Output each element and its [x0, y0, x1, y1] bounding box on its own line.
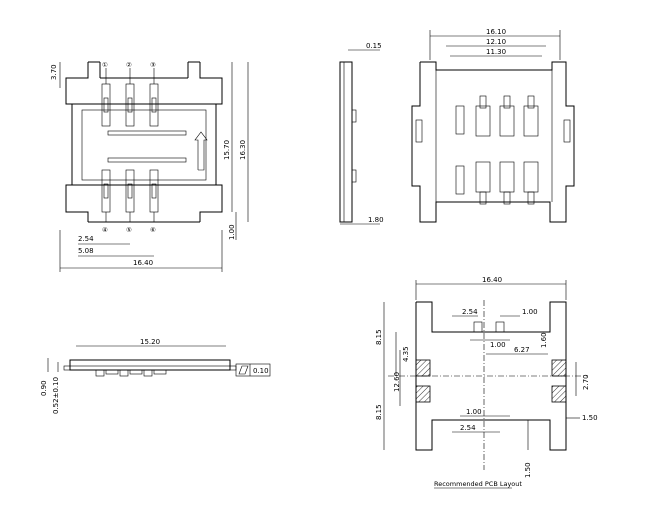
dim-2-54: 2.54 [78, 235, 94, 243]
pcb-dim-12-60: 12.60 [393, 372, 401, 392]
pin-label-5: ⑤ [126, 226, 132, 234]
dim-0-15: 0.15 [366, 42, 382, 50]
bottom-view: 16.10 12.10 11.30 [411, 28, 575, 223]
dim-16-10: 16.10 [486, 28, 506, 36]
pcb-layout-view: 16.40 2.54 1.00 8.15 4.35 1.00 1.60 6.27… [375, 276, 598, 489]
pin-label-3: ③ [150, 61, 156, 69]
pcb-dim-1-50-bottom: 1.50 [524, 462, 532, 478]
dim-3-70: 3.70 [50, 64, 58, 80]
pcb-dim-2-54-bottom: 2.54 [460, 424, 476, 432]
dim-0-90: 0.90 [40, 380, 48, 396]
dim-16-40: 16.40 [133, 259, 153, 267]
pin-label-6: ⑥ [150, 226, 156, 234]
pcb-dim-1-00-bottom: 1.00 [466, 408, 482, 416]
pcb-dim-1-60: 1.60 [540, 332, 548, 348]
pcb-dim-16-40: 16.40 [482, 276, 502, 284]
pcb-dim-4-35: 4.35 [402, 346, 410, 362]
front-view: 15.20 0.90 0.52±0.10 0.10 [40, 338, 271, 414]
pcb-dim-2-54-top: 2.54 [462, 308, 478, 316]
dim-0-52: 0.52±0.10 [52, 377, 60, 414]
pcb-layout-title: Recommended PCB Layout [434, 480, 522, 488]
dim-12-10: 12.10 [486, 38, 506, 46]
dim-5-08: 5.08 [78, 247, 94, 255]
dim-11-30: 11.30 [486, 48, 506, 56]
pin-label-4: ④ [102, 226, 108, 234]
pin-label-1: ① [102, 61, 108, 69]
pcb-dim-8-15-top: 8.15 [375, 329, 383, 345]
dim-15-20: 15.20 [140, 338, 160, 346]
flatness-value: 0.10 [253, 367, 269, 375]
dim-15-70: 15.70 [223, 140, 231, 160]
dim-1-00: 1.00 [228, 224, 236, 240]
side-view: 0.15 1.80 [339, 42, 384, 225]
pcb-dim-8-15-bottom: 8.15 [375, 404, 383, 420]
dim-16-30: 16.30 [239, 140, 247, 160]
pcb-dim-1-00-top: 1.00 [522, 308, 538, 316]
pcb-dim-1-00-mid: 1.00 [490, 341, 506, 349]
pin-label-2: ② [126, 61, 132, 69]
pcb-dim-1-50-right: 1.50 [582, 414, 598, 422]
top-view: ① ② ③ ④ ⑤ ⑥ 3.70 15.70 16.30 1.00 2.54 5… [50, 61, 249, 272]
pcb-dim-2-70: 2.70 [582, 374, 590, 390]
pcb-dim-6-27: 6.27 [514, 346, 530, 354]
dim-1-80: 1.80 [368, 216, 384, 224]
